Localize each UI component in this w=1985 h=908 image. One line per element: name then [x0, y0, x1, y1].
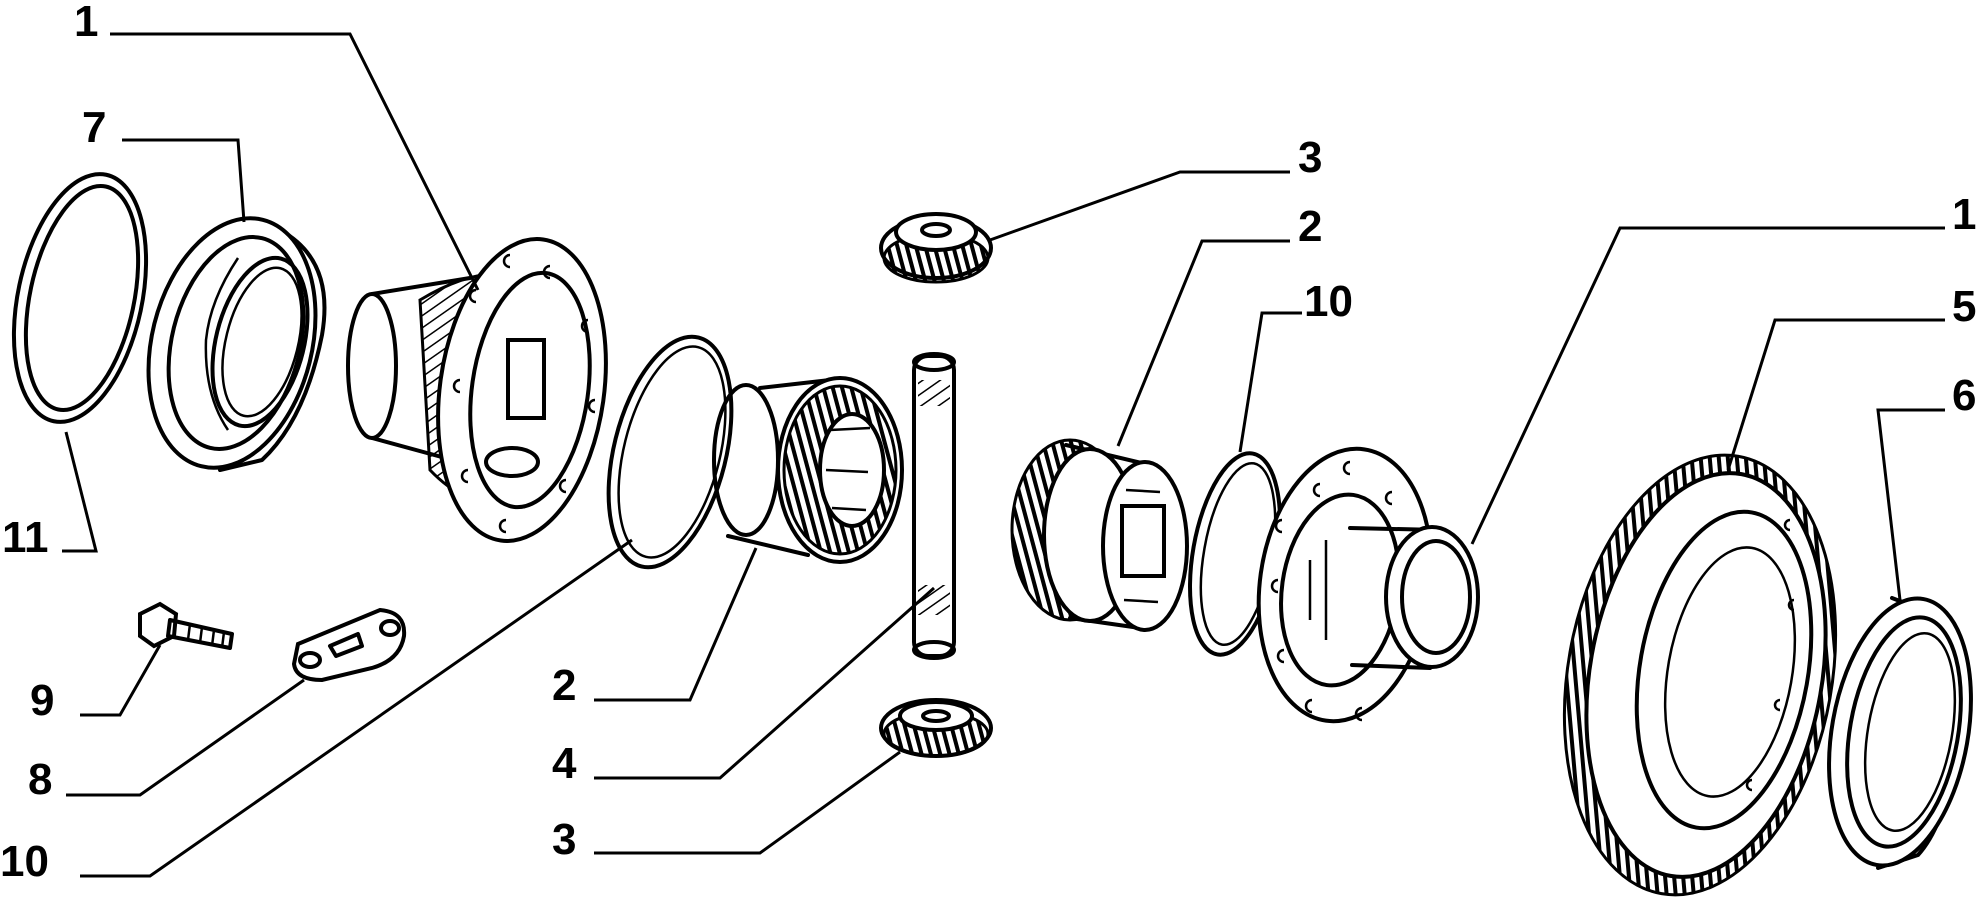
part-5-ring-gear: [1562, 453, 1838, 897]
part-4-shaft: [912, 352, 956, 660]
part-3-planet-gear-bottom: [879, 698, 993, 758]
callout-9: 9: [30, 676, 55, 725]
cover-bolt-holes: [1270, 460, 1393, 722]
part-9-bolt: [138, 601, 234, 650]
callout-1-right: 1: [1952, 190, 1977, 239]
part-2-side-gear-left: [712, 376, 904, 564]
part-7-bearing: [146, 216, 327, 472]
part-8-lock-plate: [291, 607, 407, 683]
part-1-case-left: [346, 237, 608, 543]
part-10-washer-left: [606, 334, 734, 570]
callout-3-bottom: 3: [552, 815, 577, 864]
part-6-bearing: [1827, 596, 1973, 870]
callout-1-left: 1: [74, 0, 99, 46]
part-2-side-gear-right: [1010, 438, 1189, 632]
callout-6: 6: [1952, 371, 1977, 420]
callout-2-right: 2: [1298, 202, 1323, 251]
callout-5: 5: [1952, 282, 1977, 331]
part-1-case-right: [1256, 446, 1480, 724]
callout-10-right: 10: [1304, 277, 1353, 326]
callout-3-top: 3: [1298, 133, 1323, 182]
callout-11: 11: [2, 513, 49, 562]
part-3-planet-gear-top: [879, 212, 993, 284]
callout-8: 8: [28, 755, 53, 804]
callout-7: 7: [82, 103, 107, 152]
leader-lines: [62, 32, 1945, 878]
callout-2-left: 2: [552, 661, 577, 710]
callout-4: 4: [552, 739, 577, 788]
callout-10-left: 10: [0, 837, 49, 886]
flange-bolt-holes: [452, 253, 596, 534]
part-11-ring: [11, 172, 149, 424]
